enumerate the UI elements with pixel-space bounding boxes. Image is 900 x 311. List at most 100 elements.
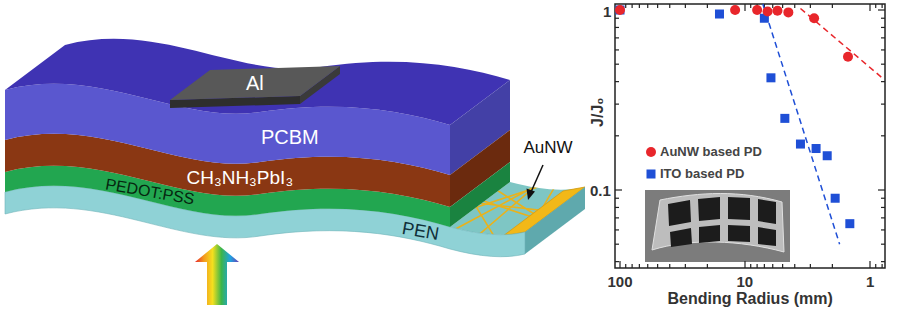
photo-flexible-sheet bbox=[652, 194, 784, 253]
data-square bbox=[796, 140, 805, 149]
y-tick bbox=[881, 217, 885, 218]
y-tick bbox=[881, 27, 885, 28]
tick-label: 100 bbox=[608, 273, 633, 290]
layer-label: PCBM bbox=[261, 126, 319, 149]
data-square bbox=[780, 114, 789, 123]
data-circle bbox=[615, 5, 625, 15]
trend-line bbox=[763, 4, 840, 244]
layer-band: PCBM bbox=[259, 126, 321, 149]
data-square bbox=[812, 144, 821, 153]
y-tick bbox=[615, 135, 619, 136]
x-tick bbox=[625, 4, 626, 8]
y-tick bbox=[615, 189, 622, 190]
y-tick bbox=[881, 81, 885, 82]
x-tick bbox=[882, 4, 883, 8]
x-tick bbox=[869, 261, 870, 268]
x-tick bbox=[882, 264, 883, 268]
y-tick bbox=[615, 244, 619, 245]
data-circle bbox=[763, 7, 773, 17]
y-tick bbox=[615, 81, 619, 82]
x-tick bbox=[685, 4, 686, 8]
y-tick bbox=[881, 229, 885, 230]
trend-line bbox=[800, 8, 882, 77]
legend-marker bbox=[646, 147, 656, 157]
axis-title: Bending Radius (mm) bbox=[668, 290, 833, 308]
x-tick bbox=[632, 264, 633, 268]
x-tick bbox=[744, 261, 745, 268]
x-tick bbox=[639, 264, 640, 268]
x-tick bbox=[744, 4, 745, 11]
data-square bbox=[766, 73, 775, 82]
y-tick bbox=[615, 49, 619, 50]
x-tick bbox=[764, 264, 765, 268]
y-tick bbox=[881, 37, 885, 38]
data-circle bbox=[752, 5, 762, 15]
tick-label: 10 bbox=[737, 273, 754, 290]
photo-device-cells bbox=[668, 197, 776, 247]
x-tick bbox=[810, 4, 811, 8]
x-tick bbox=[707, 4, 708, 8]
tick-label: 1 bbox=[866, 273, 874, 290]
x-tick bbox=[657, 264, 658, 268]
x-tick bbox=[832, 4, 833, 8]
x-tick bbox=[619, 261, 620, 268]
pen-side-face bbox=[525, 187, 585, 254]
pcbm-top-face bbox=[5, 39, 510, 125]
data-circle bbox=[730, 5, 740, 15]
y-tick bbox=[878, 9, 885, 10]
layer-label: CH₃NH₃PbI₃ bbox=[187, 167, 294, 189]
y-tick bbox=[615, 261, 619, 262]
x-tick bbox=[772, 264, 773, 268]
x-tick bbox=[832, 264, 833, 268]
data-square bbox=[831, 194, 840, 203]
y-tick bbox=[615, 18, 619, 19]
y-tick bbox=[881, 261, 885, 262]
x-tick bbox=[869, 4, 870, 11]
y-tick bbox=[615, 198, 619, 199]
data-circle bbox=[809, 13, 819, 23]
data-circle bbox=[772, 6, 782, 16]
data-circle bbox=[843, 52, 853, 62]
leader-arrowhead bbox=[527, 189, 536, 201]
part-label: AuNW bbox=[524, 138, 573, 158]
y-tick bbox=[881, 198, 885, 199]
x-tick bbox=[647, 264, 648, 268]
data-square bbox=[845, 219, 854, 228]
x-tick bbox=[782, 264, 783, 268]
leader-line bbox=[531, 165, 543, 192]
tick-label: 1 bbox=[603, 3, 611, 20]
y-tick bbox=[881, 244, 885, 245]
y-tick bbox=[615, 64, 619, 65]
y-tick bbox=[615, 207, 619, 208]
y-tick bbox=[881, 207, 885, 208]
x-tick bbox=[647, 4, 648, 8]
x-tick bbox=[632, 4, 633, 8]
data-square bbox=[823, 151, 832, 160]
x-tick bbox=[794, 264, 795, 268]
x-tick bbox=[657, 4, 658, 8]
layer-band: PEDOT:PSS bbox=[102, 175, 198, 209]
x-tick bbox=[782, 4, 783, 8]
legend-text: ITO based PD bbox=[660, 167, 744, 182]
x-tick bbox=[750, 4, 751, 8]
y-tick bbox=[615, 217, 619, 218]
x-tick bbox=[810, 264, 811, 268]
x-tick bbox=[707, 264, 708, 268]
x-tick bbox=[669, 264, 670, 268]
y-tick bbox=[881, 64, 885, 65]
x-tick bbox=[750, 264, 751, 268]
legend-marker bbox=[647, 170, 656, 179]
data-circle bbox=[783, 7, 793, 17]
y-tick bbox=[615, 27, 619, 28]
substrate-band: PEN bbox=[398, 217, 442, 245]
x-tick bbox=[669, 4, 670, 8]
x-tick bbox=[757, 264, 758, 268]
y-tick bbox=[615, 104, 619, 105]
x-tick bbox=[772, 4, 773, 8]
layer-band: CH₃NH₃PbI₃ bbox=[185, 167, 296, 189]
data-square bbox=[715, 10, 724, 19]
x-tick bbox=[794, 4, 795, 8]
layer-label: Al bbox=[246, 72, 264, 95]
